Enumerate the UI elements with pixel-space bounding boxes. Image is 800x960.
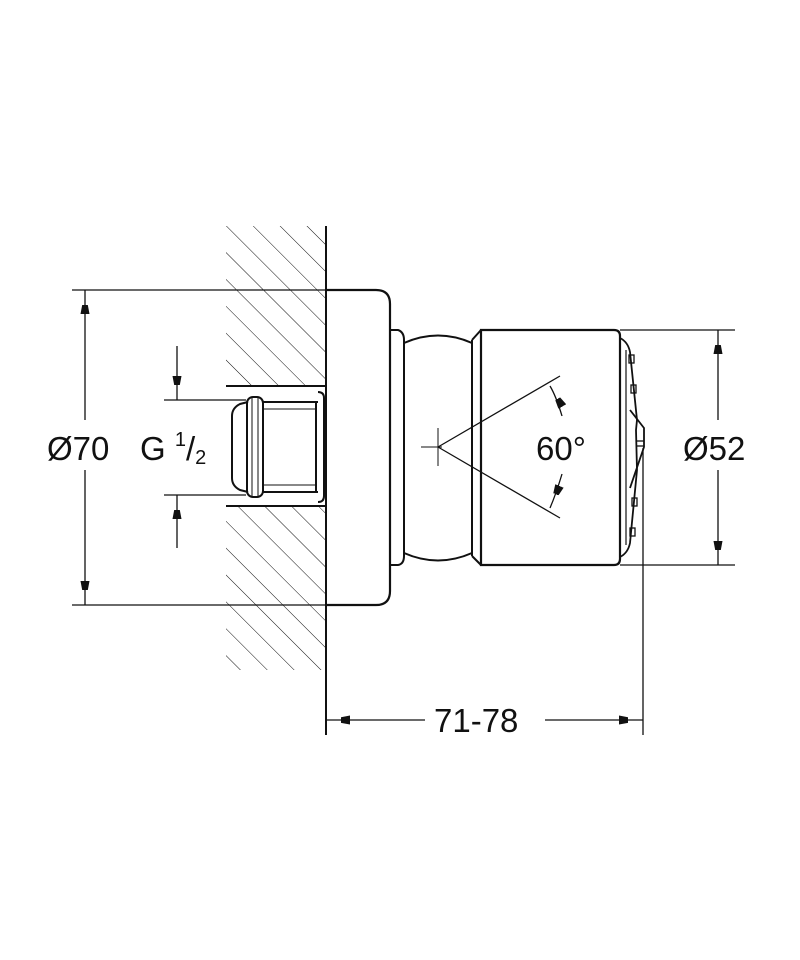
shower-head-body bbox=[479, 328, 622, 567]
threaded-connector bbox=[231, 391, 325, 503]
projection-range-label: 71-78 bbox=[434, 702, 519, 739]
diameter-70-dimension bbox=[72, 289, 326, 606]
diameter-52-label: Ø52 bbox=[683, 430, 746, 467]
thread-numerator: 1 bbox=[174, 429, 186, 451]
thread-slash: / bbox=[185, 430, 196, 467]
projection-length-dimension bbox=[326, 448, 644, 735]
spray-angle-lines bbox=[421, 375, 562, 519]
ball-joint bbox=[403, 329, 482, 566]
spray-face bbox=[619, 337, 645, 558]
diameter-52-dimension bbox=[620, 329, 735, 566]
neck-ring bbox=[390, 329, 405, 566]
thread-prefix: G bbox=[140, 430, 166, 467]
thread-denominator: 2 bbox=[195, 447, 207, 469]
wall-section-hatch bbox=[226, 226, 326, 670]
wall-flange bbox=[326, 288, 392, 607]
diameter-70-label: Ø70 bbox=[47, 430, 110, 467]
spray-angle-label: 60° bbox=[536, 430, 586, 467]
thread-g-half-dimension bbox=[164, 346, 246, 548]
thread-size-label: G 1/2 bbox=[140, 429, 206, 468]
